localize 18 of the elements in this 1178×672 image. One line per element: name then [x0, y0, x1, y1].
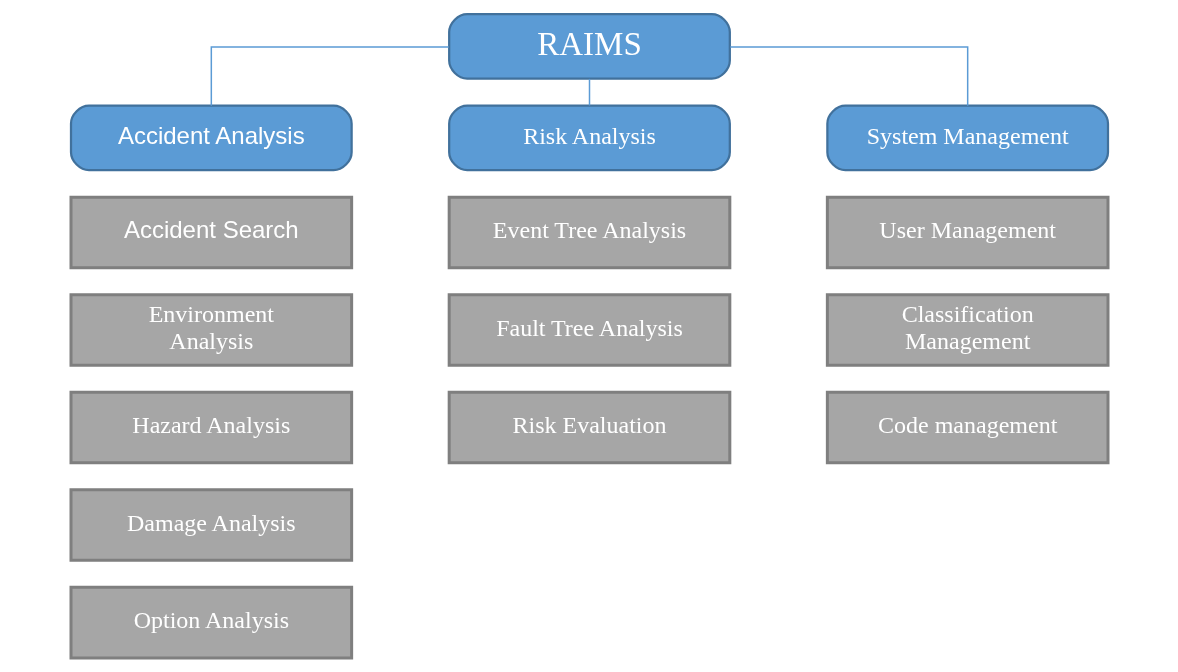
node-box: Damage Analysis: [69, 488, 353, 562]
node-box: Risk Analysis: [447, 104, 731, 172]
node-box: Hazard Analysis: [69, 390, 353, 465]
node-box: Code management: [825, 390, 1109, 465]
node-box: Event Tree Analysis: [447, 195, 731, 270]
node-box: Accident Search: [69, 195, 353, 270]
node-box: Risk Evaluation: [447, 390, 731, 465]
node-box: Fault Tree Analysis: [447, 293, 731, 367]
node-box: Classification Management: [825, 293, 1109, 367]
connector: [588, 78, 590, 107]
connector: [210, 46, 449, 107]
connector: [729, 46, 968, 107]
node-box: System Management: [825, 104, 1109, 172]
node-box: Accident Analysis: [69, 104, 353, 172]
node-box: Environment Analysis: [69, 293, 353, 367]
node-box: Option Analysis: [69, 585, 353, 660]
node-box: RAIMS: [447, 12, 731, 80]
node-box: User Management: [825, 195, 1109, 270]
